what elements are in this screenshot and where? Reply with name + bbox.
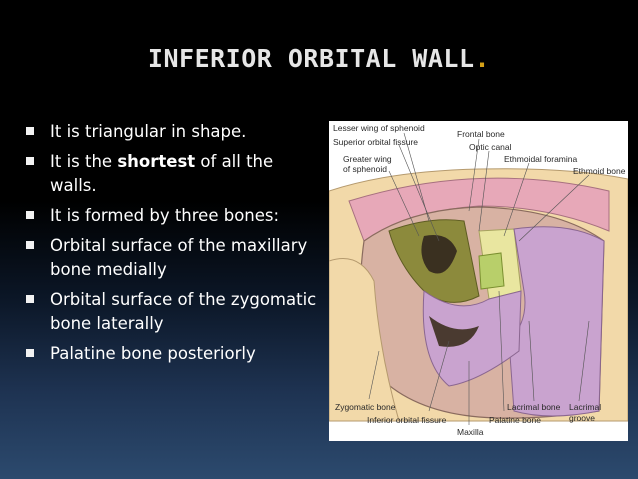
label-inferior-orbital-fissure: Inferior orbital fissure bbox=[367, 415, 447, 425]
label-lacrimal-bone: Lacrimal bone bbox=[507, 402, 561, 412]
slide-title-text: INFERIOR ORBITAL WALL bbox=[147, 44, 475, 73]
orbit-anatomy-figure: Lesser wing of sphenoid Frontal bone Sup… bbox=[329, 121, 628, 441]
bullet-square-icon bbox=[26, 127, 34, 135]
slide-title-dot: . bbox=[474, 44, 491, 73]
orbit-illustration bbox=[329, 121, 628, 441]
bullet-square-icon bbox=[26, 295, 34, 303]
label-palatine-bone: Palatine bone bbox=[489, 415, 541, 425]
label-lacrimal-groove-2: groove bbox=[569, 413, 595, 423]
bullet-item: Palatine bone posteriorly bbox=[18, 342, 318, 366]
label-of-sphenoid: of sphenoid bbox=[343, 164, 387, 174]
label-optic-canal: Optic canal bbox=[469, 142, 512, 152]
bullet-item: It is formed by three bones: bbox=[18, 204, 318, 228]
bullet-item: It is the shortest of all the walls. bbox=[18, 150, 318, 198]
label-ethmoidal-foramina: Ethmoidal foramina bbox=[504, 154, 578, 164]
bullet-square-icon bbox=[26, 157, 34, 165]
bullet-list: It is triangular in shape. It is the sho… bbox=[18, 120, 318, 372]
label-frontal-bone: Frontal bone bbox=[457, 129, 505, 139]
label-maxilla: Maxilla bbox=[457, 427, 484, 437]
bullet-item: It is triangular in shape. bbox=[18, 120, 318, 144]
label-lesser-wing: Lesser wing of sphenoid bbox=[333, 123, 425, 133]
slide-title: INFERIOR ORBITAL WALL. bbox=[0, 44, 638, 73]
bullet-square-icon bbox=[26, 211, 34, 219]
label-lacrimal-groove-1: Lacrimal bbox=[569, 402, 602, 412]
bullet-square-icon bbox=[26, 241, 34, 249]
bullet-item: Orbital surface of the zygomatic bone la… bbox=[18, 288, 318, 336]
label-zygomatic-bone: Zygomatic bone bbox=[335, 402, 396, 412]
bullet-emphasis: shortest bbox=[117, 152, 196, 171]
label-greater-wing: Greater wing bbox=[343, 154, 392, 164]
label-superior-orbital-fissure: Superior orbital fissure bbox=[333, 137, 419, 147]
label-ethmoid-bone: Ethmoid bone bbox=[573, 166, 626, 176]
bullet-item: Orbital surface of the maxillary bone me… bbox=[18, 234, 318, 282]
bullet-square-icon bbox=[26, 349, 34, 357]
